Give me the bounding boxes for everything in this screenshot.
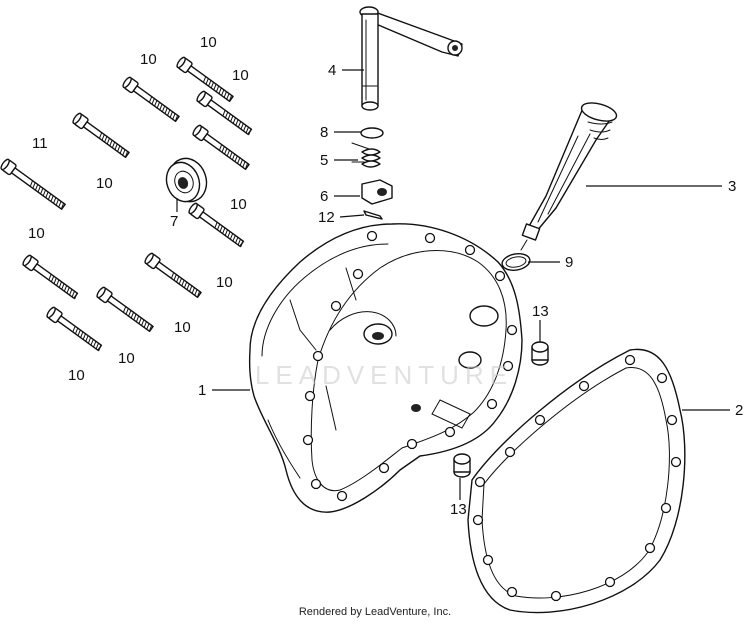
gasket-bolt-hole <box>482 554 494 566</box>
o-ring-part <box>501 253 531 271</box>
dowel-pin-upper <box>531 341 549 366</box>
cover-bolt-hole <box>302 434 314 446</box>
cover-bolt-hole <box>312 350 324 362</box>
bolt-part <box>72 112 130 159</box>
leader-lines <box>176 69 730 500</box>
callout-10-c: 10 <box>232 67 249 84</box>
callout-9: 9 <box>565 254 573 271</box>
bolt-part <box>144 252 202 299</box>
gasket-bolt-hole <box>506 586 518 598</box>
bolt-part <box>188 202 245 248</box>
callout-10-d: 10 <box>96 175 113 192</box>
cover-bolt-hole <box>506 324 518 336</box>
callout-10-a: 10 <box>200 34 217 51</box>
gasket-bolt-hole <box>472 514 484 526</box>
bolt-part <box>192 124 250 171</box>
cover-bolt-hole <box>304 390 316 402</box>
gasket-bolt-hole <box>578 380 590 392</box>
cover-bolt-hole <box>494 270 506 282</box>
cover-bolt-hole <box>366 230 378 242</box>
callout-5: 5 <box>320 152 328 169</box>
callout-8: 8 <box>320 124 328 141</box>
oil-seal-part <box>165 157 208 203</box>
bolt-part <box>196 90 253 136</box>
bolt-part <box>176 56 234 103</box>
gasket-bolt-hole <box>624 354 636 366</box>
cover-bolt-hole <box>330 300 342 312</box>
callout-10-e: 10 <box>230 196 247 213</box>
callout-13-upper: 13 <box>532 303 549 320</box>
bolt-part <box>122 76 180 123</box>
callout-10-g: 10 <box>28 225 45 242</box>
bolts-group <box>0 56 253 352</box>
spring-part <box>351 142 381 168</box>
gasket-bolt-hole <box>656 372 668 384</box>
cover-bolt-hole <box>424 232 436 244</box>
callout-3: 3 <box>728 178 736 195</box>
gasket-bolt-hole <box>666 414 678 426</box>
callout-10-b: 10 <box>140 51 157 68</box>
bolt-part <box>46 306 103 352</box>
cover-bolt-hole <box>310 478 322 490</box>
gasket-bolt-hole <box>534 414 546 426</box>
gasket-bolt-hole <box>604 576 616 588</box>
cover-bolt-hole <box>406 438 418 450</box>
gasket-bolt-hole <box>504 446 516 458</box>
callout-10-h: 10 <box>174 319 191 336</box>
callout-4: 4 <box>328 62 336 79</box>
callout-11: 11 <box>32 135 48 152</box>
cover-bolt-hole <box>378 462 390 474</box>
callout-10-f: 10 <box>216 274 233 291</box>
cover-bolt-hole <box>444 426 456 438</box>
cover-bolt-hole <box>464 244 476 256</box>
callout-1: 1 <box>198 382 206 399</box>
callout-2: 2 <box>735 402 743 419</box>
shaft-part <box>359 6 463 111</box>
callout-10-i: 10 <box>118 350 135 367</box>
pin-part <box>363 210 383 220</box>
callout-12: 12 <box>318 209 335 226</box>
cover-bolt-hole <box>502 360 514 372</box>
breather-tube-part <box>520 102 618 251</box>
gasket-bolt-hole <box>670 456 682 468</box>
callout-13-lower: 13 <box>450 501 467 518</box>
gasket-bolt-hole <box>550 590 562 602</box>
callout-7: 7 <box>170 213 178 230</box>
gasket-bolt-hole <box>644 542 656 554</box>
gasket-bolt-hole <box>474 476 486 488</box>
dowel-pin-lower <box>453 453 471 478</box>
gasket-bolt-hole <box>660 502 672 514</box>
crankcase-cover-part <box>248 223 523 513</box>
bolt-part <box>0 158 66 210</box>
bolt-part <box>22 254 79 300</box>
callout-labels: 4 8 5 6 12 3 9 1 2 13 13 7 11 10 10 10 1… <box>28 34 743 518</box>
cover-bolt-hole <box>486 398 498 410</box>
footer-credit: Rendered by LeadVenture, Inc. <box>298 606 452 618</box>
callout-6: 6 <box>320 188 328 205</box>
gasket-part <box>467 348 686 614</box>
watermark-text: LEADVENTURE <box>255 360 513 390</box>
cover-bolt-hole <box>352 268 364 280</box>
shift-piece-part <box>361 179 393 205</box>
bolt-part <box>96 286 154 333</box>
callout-10-j: 10 <box>68 367 85 384</box>
washer-part <box>360 127 384 139</box>
cover-bolt-hole <box>336 490 348 502</box>
